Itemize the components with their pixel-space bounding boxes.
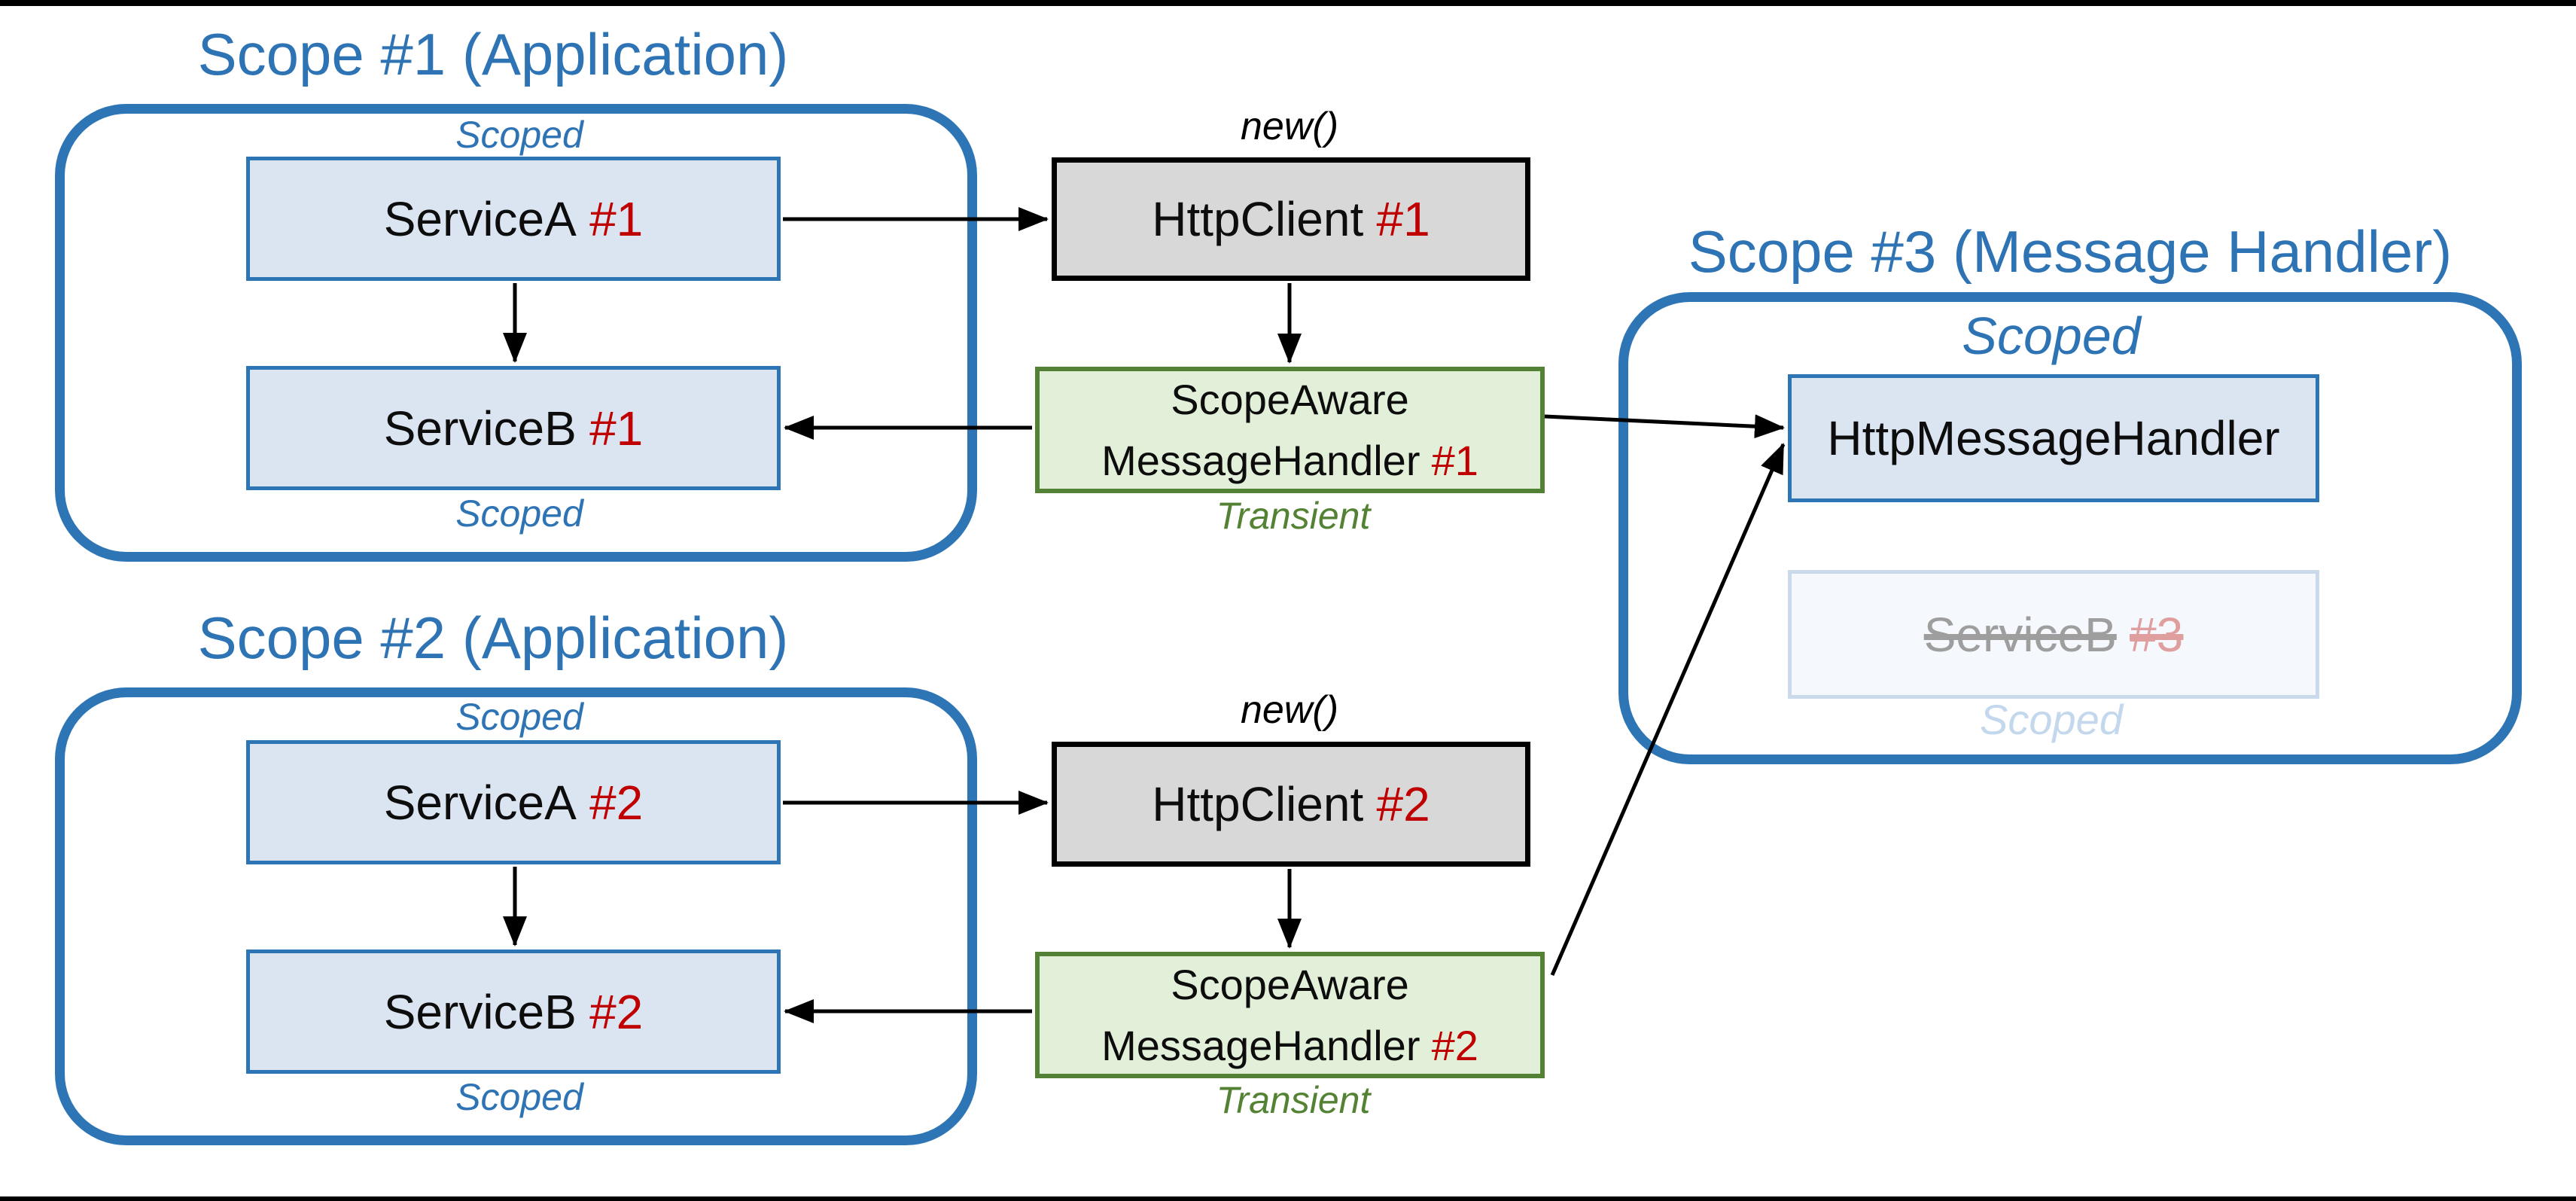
scope1-scoped-label-bottom: Scoped — [455, 492, 583, 535]
scope3-container — [1618, 292, 2522, 764]
scope2-scoped-label-top: Scoped — [455, 696, 583, 738]
http-client1-label: HttpClient — [1152, 192, 1364, 246]
new-label-1: new() — [1240, 105, 1339, 148]
scope1-title: Scope #1 (Application) — [197, 21, 789, 87]
scope3-scoped-label-top: Scoped — [1962, 306, 2141, 365]
top-letterbox-bar — [0, 0, 2576, 6]
http-message-handler-label: HttpMessageHandler — [1827, 411, 2280, 465]
service-b3-label: ServiceB#3 — [1923, 607, 2184, 662]
service-b2-instance: #2 — [589, 984, 644, 1039]
service-a1-label: ServiceA — [383, 191, 577, 246]
scope3-title: Scope #3 (Message Handler) — [1688, 218, 2453, 285]
handler2-line2: MessageHandler#2 — [1101, 1022, 1478, 1069]
http-client1-instance: #1 — [1376, 192, 1430, 246]
service-a1-box: ServiceA #1 — [246, 157, 781, 281]
transient-label-2: Transient — [1216, 1079, 1371, 1121]
bottom-letterbox-bar — [0, 1196, 2576, 1201]
handler2-line1: ScopeAware — [1171, 960, 1409, 1008]
scope2-title: Scope #2 (Application) — [197, 605, 789, 671]
service-b1-instance: #1 — [589, 401, 644, 456]
service-b3-instance: #3 — [2130, 607, 2184, 662]
handler1-line2: MessageHandler#1 — [1101, 437, 1478, 484]
service-a2-box: ServiceA #2 — [246, 740, 781, 864]
scope1-scoped-label-top: Scoped — [455, 114, 583, 156]
new-label-2: new() — [1240, 688, 1339, 732]
service-b2-label: ServiceB — [383, 984, 577, 1039]
http-client1-box: HttpClient #1 — [1052, 157, 1530, 281]
handler1-instance: #1 — [1431, 437, 1478, 484]
service-a2-label: ServiceA — [383, 775, 577, 830]
service-b3-box-disposed: ServiceB#3 — [1788, 570, 2319, 699]
scope-aware-handler2-box: ScopeAware MessageHandler#2 — [1035, 952, 1545, 1078]
service-b1-label: ServiceB — [383, 401, 577, 456]
service-a2-instance: #2 — [589, 775, 644, 830]
service-a1-instance: #1 — [589, 191, 644, 246]
http-client2-label: HttpClient — [1152, 777, 1364, 831]
http-message-handler-box: HttpMessageHandler — [1788, 374, 2319, 502]
http-client2-box: HttpClient #2 — [1052, 742, 1530, 867]
scope2-scoped-label-bottom: Scoped — [455, 1076, 583, 1118]
transient-label-1: Transient — [1216, 495, 1371, 537]
handler1-line1: ScopeAware — [1171, 375, 1409, 423]
handler2-instance: #2 — [1431, 1022, 1478, 1069]
scope-aware-handler1-box: ScopeAware MessageHandler#1 — [1035, 367, 1545, 493]
service-b2-box: ServiceB #2 — [246, 950, 781, 1074]
scope3-scoped-label-bottom: Scoped — [1980, 696, 2123, 743]
http-client2-instance: #2 — [1376, 777, 1430, 831]
service-b1-box: ServiceB #1 — [246, 366, 781, 490]
